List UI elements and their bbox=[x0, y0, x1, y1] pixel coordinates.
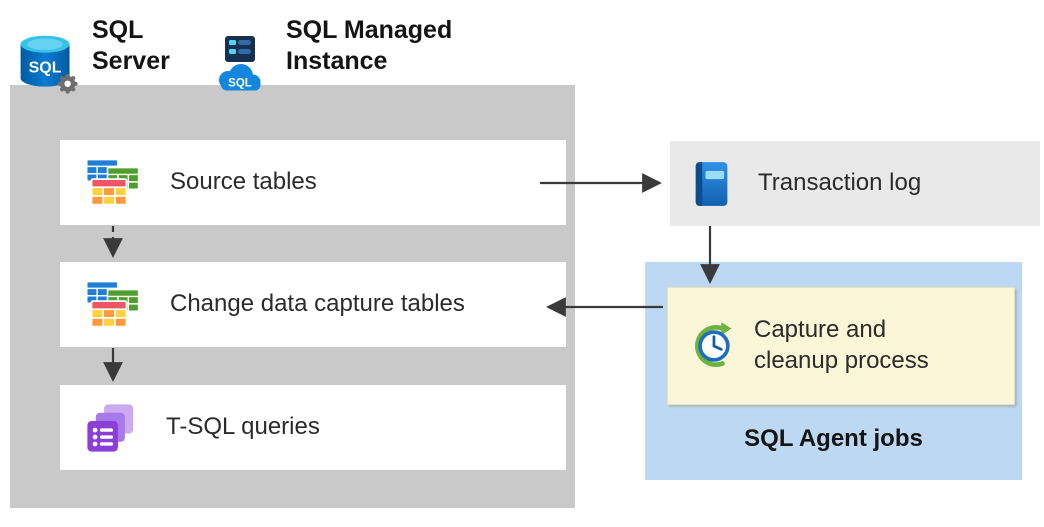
tsql-queries-label: T-SQL queries bbox=[166, 413, 320, 441]
clock-icon bbox=[684, 320, 736, 372]
transaction-log-label: Transaction log bbox=[758, 169, 922, 197]
queries-icon bbox=[86, 403, 136, 453]
node-change-data-capture-tables: Change data capture tables bbox=[60, 262, 566, 347]
sql-agent-jobs-panel: Capture and cleanup process SQL Agent jo… bbox=[645, 262, 1022, 480]
sql-badge-text: SQL bbox=[29, 59, 62, 76]
node-transaction-log: Transaction log bbox=[670, 141, 1040, 226]
cloud-shape bbox=[219, 64, 261, 91]
capture-cleanup-label: Capture and cleanup process bbox=[754, 316, 929, 374]
node-source-tables: Source tables bbox=[60, 140, 566, 225]
source-tables-label: Source tables bbox=[170, 168, 317, 196]
tables-icon bbox=[86, 159, 140, 206]
sql-server-label: SQL Server bbox=[92, 16, 170, 75]
sql-badge-text: SQL bbox=[228, 78, 252, 90]
sql-agent-jobs-label: SQL Agent jobs bbox=[744, 425, 923, 452]
sql-managed-instance-icon: SQL bbox=[211, 33, 271, 95]
tables-icon bbox=[86, 281, 140, 328]
node-capture-cleanup-process: Capture and cleanup process bbox=[667, 287, 1015, 405]
cdc-tables-label: Change data capture tables bbox=[170, 290, 465, 318]
node-tsql-queries: T-SQL queries bbox=[60, 385, 566, 470]
sql-server-icon: SQL bbox=[14, 32, 78, 96]
log-book-icon bbox=[688, 160, 734, 208]
sql-server-container: Source tables bbox=[10, 85, 575, 508]
sql-managed-instance-label: SQL Managed Instance bbox=[286, 16, 453, 75]
